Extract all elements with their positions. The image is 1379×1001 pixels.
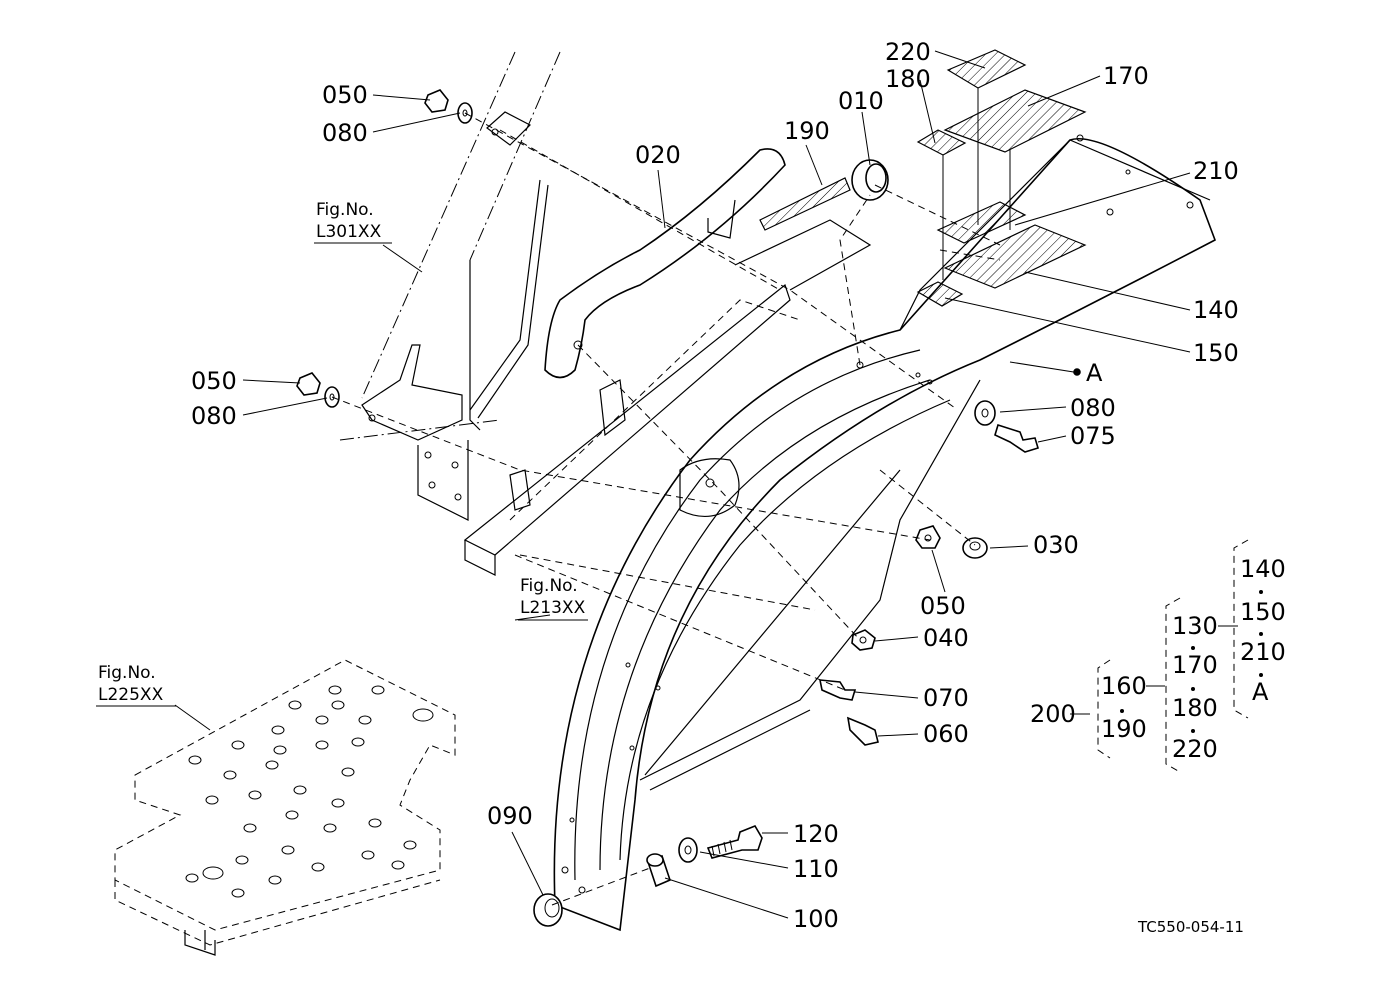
step-hole: [351, 737, 365, 747]
assembly-tree: 200 160 190 130 170 180 220 140 150 210 …: [1030, 539, 1286, 773]
step-hole: [328, 685, 342, 695]
tree-item: A: [1252, 678, 1269, 706]
floor-step-drawing: [114, 659, 456, 956]
step-hole: [371, 685, 385, 695]
figure-ref-code: L213XX: [520, 598, 586, 618]
step-hole: [403, 840, 417, 850]
part-label: 050: [191, 367, 237, 395]
diagram-code: TC550-054-11: [1137, 918, 1244, 936]
grip-handle-drawing: [544, 148, 786, 379]
step-hole: [271, 725, 285, 735]
tree-head: 130: [1172, 612, 1218, 640]
part-label: A: [1086, 359, 1103, 387]
tree-item: 150: [1240, 598, 1286, 626]
part-label: 090: [487, 802, 533, 830]
decals-drawing: [916, 49, 1087, 307]
step-hole: [205, 795, 219, 805]
leader-lines: [174, 50, 1191, 919]
step-hole: [315, 740, 329, 750]
part-label: 075: [1070, 422, 1116, 450]
tree-item: 140: [1240, 555, 1286, 583]
part-label: 060: [923, 720, 969, 748]
tree-item: 170: [1172, 651, 1218, 679]
step-hole: [331, 700, 345, 710]
mounting-panel-drawing: [463, 283, 933, 611]
step-hole: [231, 888, 245, 898]
figure-ref-prefix: Fig.No.: [316, 200, 374, 220]
part-label: 020: [635, 141, 681, 169]
fasteners-drawing: [296, 89, 1039, 927]
part-label: 070: [923, 684, 969, 712]
step-hole: [311, 862, 325, 872]
step-hole: [391, 860, 405, 870]
figure-ref-code: L301XX: [316, 222, 382, 242]
step-hole: [368, 818, 382, 828]
part-label: 110: [793, 855, 839, 883]
step-hole: [273, 745, 287, 755]
step-hole: [235, 855, 249, 865]
part-label: 150: [1193, 339, 1239, 367]
figure-ref-l213: Fig.No. L213XX: [518, 576, 588, 621]
part-label: 210: [1193, 157, 1239, 185]
part-label: 220: [885, 38, 931, 66]
figure-ref-l301: Fig.No. L301XX: [314, 200, 392, 244]
tree-item: 160: [1101, 672, 1147, 700]
figure-ref-prefix: Fig.No.: [520, 576, 578, 596]
step-hole: [243, 823, 257, 833]
step-hole: [188, 755, 202, 765]
part-label: 080: [322, 119, 368, 147]
part-label: 140: [1193, 296, 1239, 324]
step-hole: [358, 715, 372, 725]
tree-item: 210: [1240, 638, 1286, 666]
step-hole: [293, 785, 307, 795]
part-label: 040: [923, 624, 969, 652]
part-label: 010: [838, 87, 884, 115]
figure-ref-code: L225XX: [98, 685, 164, 705]
tree-root: 200: [1030, 700, 1076, 728]
part-label: 180: [885, 65, 931, 93]
tree-item: 220: [1172, 735, 1218, 763]
step-hole: [231, 740, 245, 750]
part-label: 050: [322, 81, 368, 109]
step-hole: [285, 810, 299, 820]
rear-frame-drawing: [339, 51, 561, 521]
step-hole: [361, 850, 375, 860]
step-hole: [248, 790, 262, 800]
part-label: 190: [784, 117, 830, 145]
part-label: 080: [1070, 394, 1116, 422]
assembly-guide-lines: [331, 112, 1001, 906]
step-hole: [268, 875, 282, 885]
figure-ref-l225: Fig.No. L225XX: [96, 663, 176, 707]
tree-item: 180: [1172, 694, 1218, 722]
part-label: 080: [191, 402, 237, 430]
step-hole: [281, 845, 295, 855]
step-hole: [315, 715, 329, 725]
step-hole: [341, 767, 355, 777]
step-hole: [185, 873, 199, 883]
part-label: 170: [1103, 62, 1149, 90]
step-hole: [288, 700, 302, 710]
tree-item: 190: [1101, 715, 1147, 743]
part-label: 050: [920, 592, 966, 620]
step-hole: [223, 770, 237, 780]
step-hole: [323, 823, 337, 833]
step-hole: [265, 760, 279, 770]
part-labels: 050 080 050 080 020 190 010 220 180 170 …: [191, 38, 1239, 933]
figure-ref-prefix: Fig.No.: [98, 663, 156, 683]
part-label: 100: [793, 905, 839, 933]
step-hole: [331, 798, 345, 808]
part-label: 120: [793, 820, 839, 848]
part-label: 030: [1033, 531, 1079, 559]
